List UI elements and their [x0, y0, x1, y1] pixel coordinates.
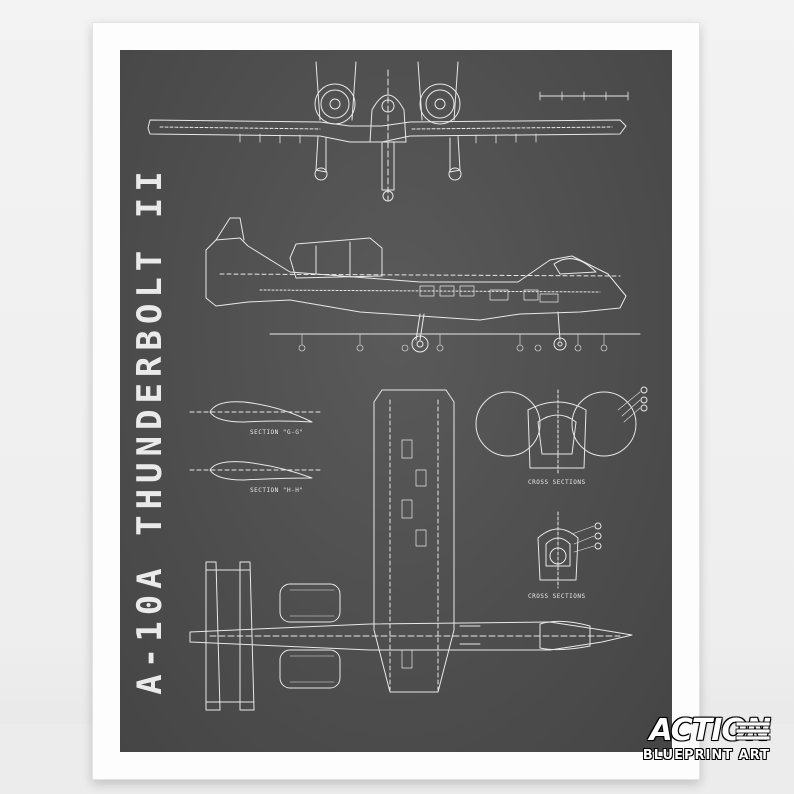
top-view-drawing: [189, 389, 633, 711]
cross-sections-label-upper: CROSS SECTIONS: [528, 479, 586, 486]
side-view-drawing: [205, 217, 641, 353]
cross-section-drawings: [475, 386, 648, 589]
brand-tagline: BLUEPRINT ART: [642, 748, 770, 763]
section-g-label: SECTION "G-G": [250, 429, 303, 436]
cross-sections-label-lower: CROSS SECTIONS: [528, 593, 586, 600]
airfoil-sections: [189, 401, 321, 481]
brand-stripes-icon: [735, 721, 771, 741]
blueprint-poster: A-10A THUNDERBOLT II: [120, 50, 672, 752]
front-view-drawing: [147, 61, 629, 202]
blueprint-drawing: SECTION "G-G" SECTION "H-H" CROSS SECTIO…: [147, 61, 648, 711]
brand-logo: ACTION BLUEPRINT ART: [590, 716, 771, 764]
picture-frame: A-10A THUNDERBOLT II: [92, 22, 700, 780]
section-h-label: SECTION "H-H": [250, 487, 303, 494]
